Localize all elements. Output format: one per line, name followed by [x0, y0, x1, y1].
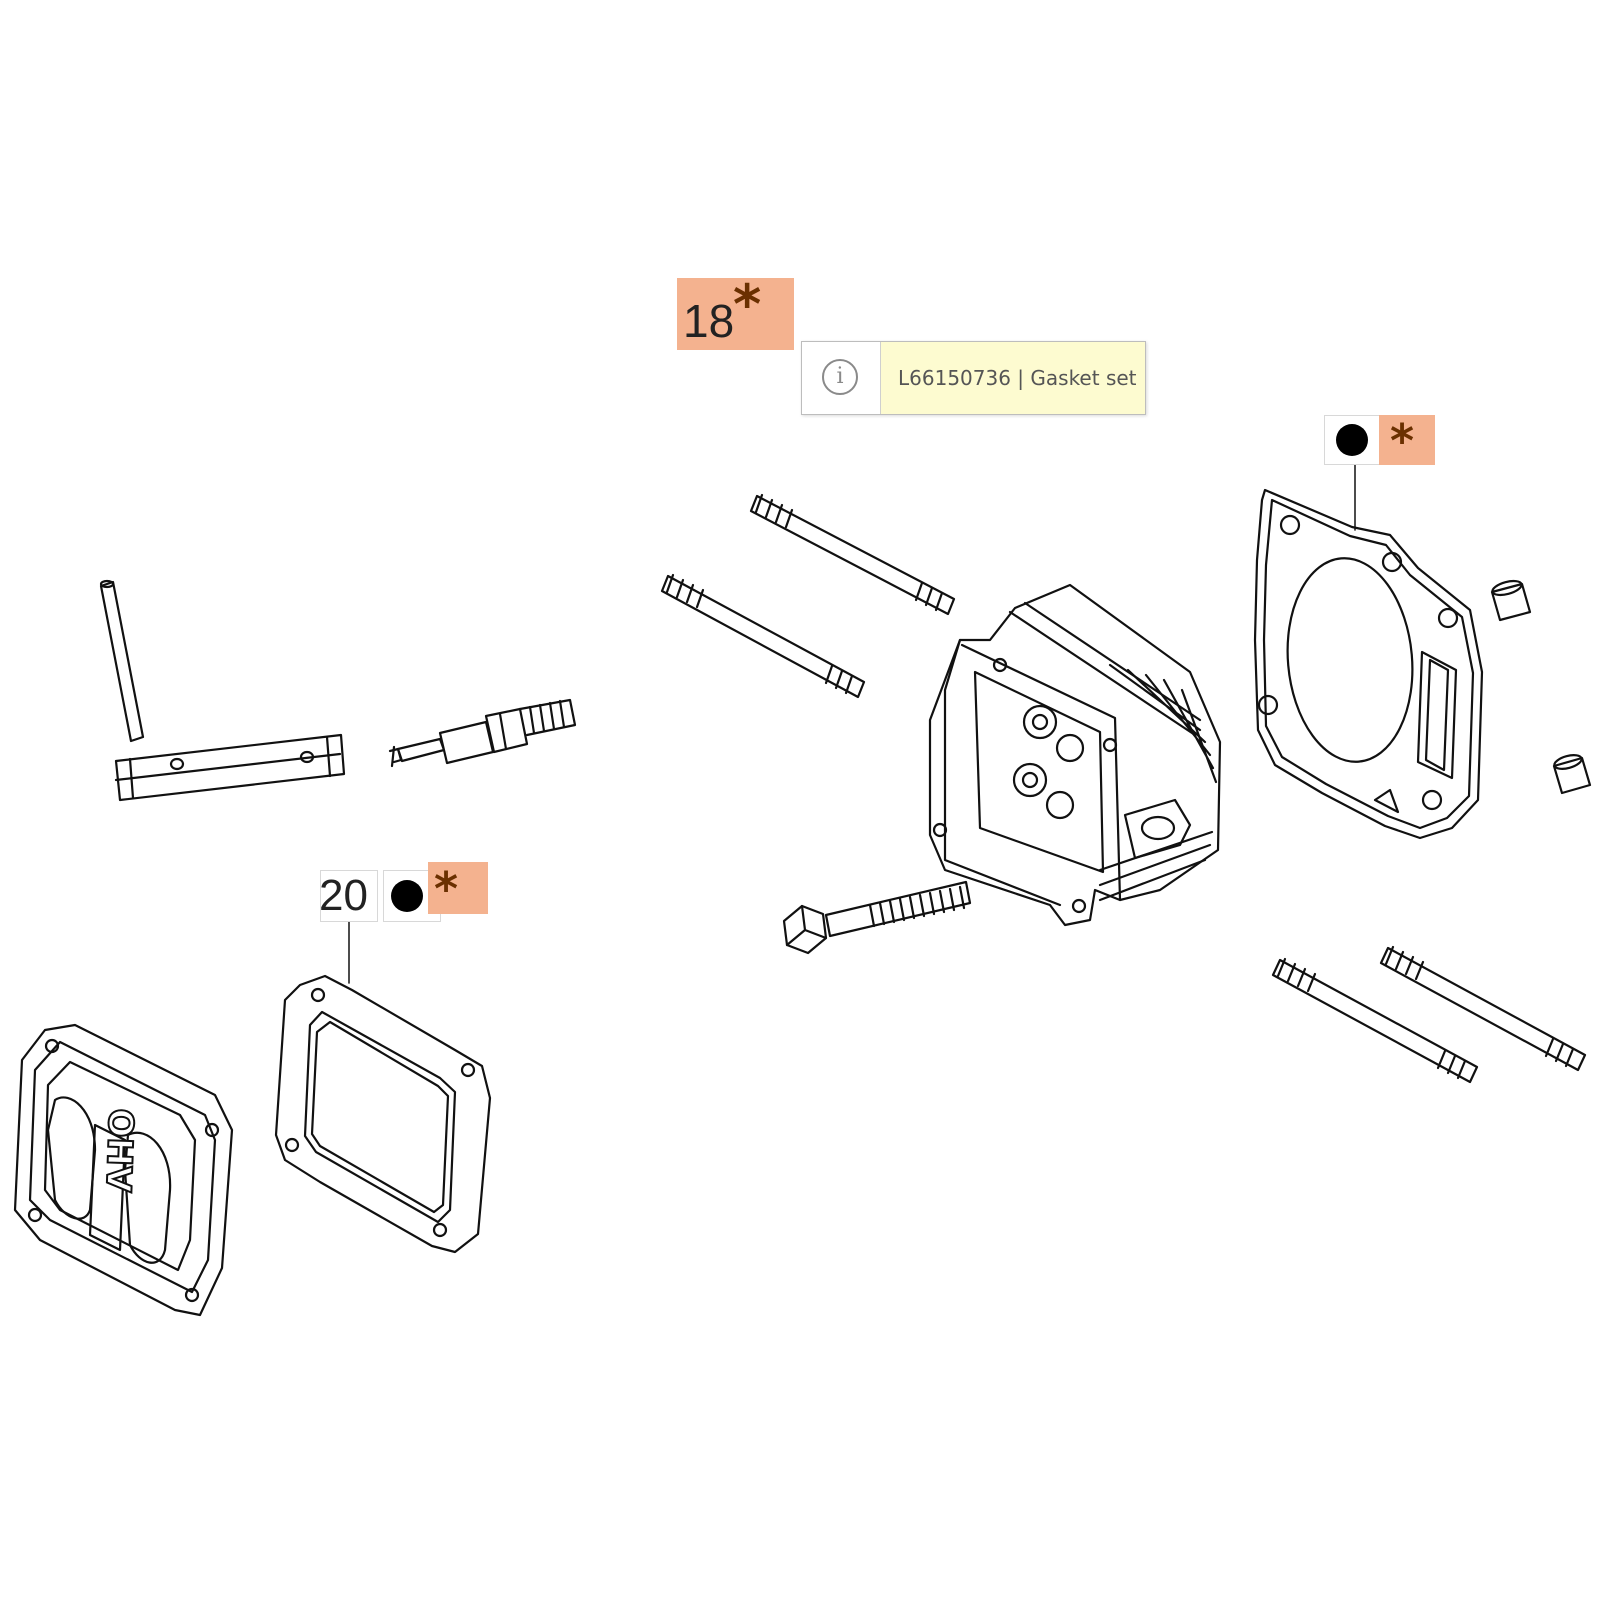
spark-plug-wrench[interactable] [99, 579, 346, 802]
callout-18-star: * [733, 273, 762, 336]
valve-cover-gasket[interactable] [274, 974, 492, 1254]
stud-bolt-upper-2[interactable] [660, 573, 866, 699]
callout-20-star-highlight[interactable] [428, 862, 488, 914]
callout-20-box[interactable] [320, 870, 378, 922]
tooltip-text: L66150736 | Gasket set [898, 366, 1137, 390]
cylinder-head[interactable] [928, 583, 1222, 927]
gasket-star: * [1390, 414, 1415, 468]
info-icon: i [822, 359, 858, 395]
stud-bolt-lower-2[interactable] [1379, 945, 1587, 1072]
dowel-pin-1[interactable] [1490, 578, 1532, 622]
spark-plug[interactable] [388, 698, 577, 768]
callout-20-number[interactable]: 20 [319, 871, 368, 920]
valve-cover[interactable] [13, 1023, 234, 1317]
flange-bolt[interactable] [782, 880, 972, 955]
ohv-logo-text: OHV [98, 1108, 141, 1194]
callout-18-number[interactable]: 18 [683, 295, 735, 347]
stud-bolt-upper-1[interactable] [749, 493, 956, 616]
stud-bolt-lower-1[interactable] [1271, 957, 1479, 1084]
gasket-bullet-dot [1336, 424, 1368, 456]
gasket-star-highlight[interactable] [1379, 415, 1435, 465]
callout-20-bullet-dot [391, 880, 423, 912]
cylinder-head-gasket[interactable] [1253, 488, 1484, 840]
dowel-pin-2[interactable] [1552, 753, 1592, 795]
part-tooltip: i L66150736 | Gasket set [801, 341, 1146, 415]
callout-20-star: * [434, 862, 459, 916]
tooltip-icon-cell: i [802, 342, 881, 414]
callout-18-highlight[interactable] [677, 278, 794, 350]
